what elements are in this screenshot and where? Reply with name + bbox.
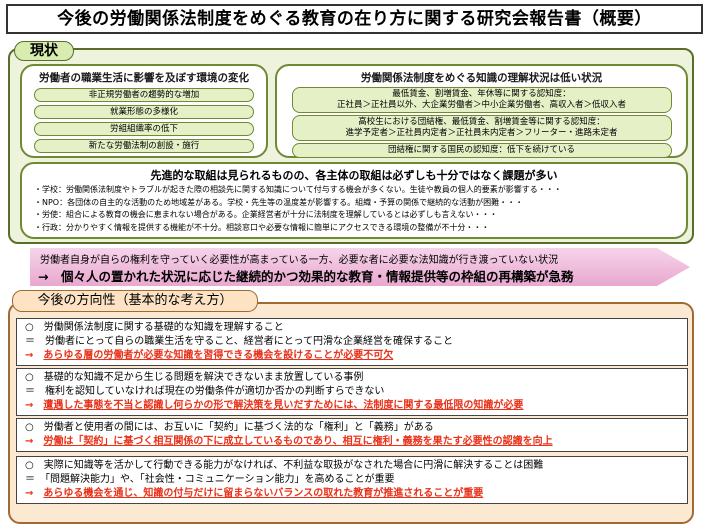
direction-conclusion-text: あらゆる層の労働者が必要な知識を習得できる機会を設けることが必要不可欠 bbox=[43, 350, 394, 361]
arrow-glyph: → bbox=[25, 488, 44, 499]
arrow-glyph: → bbox=[25, 436, 44, 447]
environment-change-heading: 労働者の職業生活に影響を及ぼす環境の変化 bbox=[39, 72, 249, 84]
direction-point: ○ 基礎的な知識不足から生じる問題を解決できないまま放置している事例 bbox=[25, 372, 364, 383]
arrow-glyph: → bbox=[25, 350, 44, 361]
initiatives-heading: 先進的な取組は見られるものの、各主体の取組は必ずしも十分ではなく課題が多い bbox=[150, 169, 558, 182]
arrow-glyph: → bbox=[25, 400, 44, 411]
environment-change-item: 労組組織率の低下 bbox=[34, 122, 254, 136]
direction-explanation: ＝ 権利を認知していなければ現在の労働条件が適切か否かの判断すらできない bbox=[25, 386, 385, 397]
direction-conclusion: → あらゆる層の労働者が必要な知識を習得できる機会を設けることが必要不可欠 bbox=[25, 349, 679, 363]
current-status-tab: 現状 bbox=[14, 41, 74, 61]
awareness-label: 最低賃金、割増賃金、年休等に関する認知度： bbox=[392, 89, 571, 99]
future-direction-tab: 今後の方向性（基本的な考え方） bbox=[12, 290, 258, 312]
environment-change-item: 新たな労働法制の創設・施行 bbox=[34, 139, 254, 153]
direction-item: ○ 基礎的な知識不足から生じる問題を解決できないまま放置している事例 ＝ 権利を… bbox=[16, 368, 688, 416]
direction-conclusion: → あらゆる機会を通じ、知識の付与だけに留まらないバランスの取れた教育が推進され… bbox=[25, 487, 679, 501]
awareness-label: 団結権に関する国民の認知度：低下を続けている bbox=[387, 145, 575, 155]
page-title: 今後の労働関係法制度をめぐる教育の在り方に関する研究会報告書（概要） bbox=[6, 4, 703, 34]
awareness-label: 高校生における団結権、最低賃金、割増賃金等に関する認知度： bbox=[358, 117, 605, 127]
initiative-detail-government: ・行政：分かりやすく情報を提供する機能が不十分。相談窓口や必要な情報に簡単にアク… bbox=[34, 222, 490, 232]
environment-change-panel: 労働者の職業生活に影響を及ぼす環境の変化 非正規労働者の趨勢的な増加 就業形態の… bbox=[20, 64, 268, 158]
direction-conclusion-text: 労働は「契約」に基づく相互関係の下に成立しているものであり、相互に権利・義務を果… bbox=[43, 436, 553, 447]
direction-explanation: ＝ 「問題解決能力」や、「社会性・コミュニケーション能力」を高めることが重要 bbox=[25, 474, 395, 485]
knowledge-status-heading: 労働関係法制度をめぐる知識の理解状況は低い状況 bbox=[360, 72, 603, 84]
environment-change-item: 非正規労働者の趨勢的な増加 bbox=[34, 88, 254, 102]
awareness-block: 最低賃金、割増賃金、年休等に関する認知度： 正社員＞正社員以外、大企業労働者＞中… bbox=[291, 87, 672, 113]
direction-point: ○ 労働者と使用者の間には、お互いに「契約」に基づく法的な「権利」と「義務」があ… bbox=[25, 422, 434, 433]
direction-item: ○ 実際に知識等を活かして行動できる能力がなければ、不利益な取扱がなされた場合に… bbox=[16, 456, 688, 504]
direction-conclusion-text: 遭遇した事態を不当と認識し何らかの形で解決策を見いだすためには、法制度に関する最… bbox=[43, 400, 524, 411]
awareness-block: 団結権に関する国民の認知度：低下を続けている bbox=[291, 143, 672, 158]
initiative-detail-labor: ・労使：組合による教育の機会に恵まれない場合がある。企業経営者が十分に法制度を理… bbox=[34, 210, 498, 219]
direction-item: ○ 労働者と使用者の間には、お互いに「契約」に基づく法的な「権利」と「義務」があ… bbox=[16, 418, 688, 452]
initiatives-panel: 先進的な取組は見られるものの、各主体の取組は必ずしも十分ではなく課題が多い ・学… bbox=[20, 162, 688, 239]
awareness-comparison: 正社員＞正社員以外、大企業労働者＞中小企業労働者、高収入者＞低収入者 bbox=[336, 100, 626, 110]
conclusion-situation: 労働者自身が自らの権利を守っていく必要性が高まっている一方、必要な者に必要な法知… bbox=[40, 255, 559, 266]
conclusion-arrow bbox=[30, 248, 690, 286]
awareness-comparison: 進学予定者＞正社員内定者＞正社員未内定者＞フリーター・進路未定者 bbox=[345, 128, 618, 138]
direction-point: ○ 実際に知識等を活かして行動できる能力がなければ、不利益な取扱がなされた場合に… bbox=[25, 460, 544, 471]
initiative-detail-npo: ・NPO：各団体の自主的な活動のため地域差がある。学校・先生等の温度差が影響する… bbox=[34, 197, 524, 207]
direction-conclusion: → 遭遇した事態を不当と認識し何らかの形で解決策を見いだすためには、法制度に関す… bbox=[25, 399, 679, 413]
awareness-block: 高校生における団結権、最低賃金、割増賃金等に関する認知度： 進学予定者＞正社員内… bbox=[291, 115, 672, 141]
direction-point: ○ 労働関係法制度に関する基礎的な知識を理解すること bbox=[25, 322, 284, 333]
direction-item: ○ 労働関係法制度に関する基礎的な知識を理解すること ＝ 労働者にとって自らの職… bbox=[16, 318, 688, 366]
initiative-detail-school: ・学校：労働関係法制度やトラブルが起きた際の相談先に関する知識について付与する機… bbox=[34, 185, 562, 194]
knowledge-status-panel: 労働関係法制度をめぐる知識の理解状況は低い状況 最低賃金、割増賃金、年休等に関す… bbox=[275, 64, 688, 158]
direction-explanation: ＝ 労働者にとって自らの職業生活を守ること、経営者にとって円滑な企業経営を確保す… bbox=[25, 336, 453, 347]
conclusion-urgency: → 個々人の置かれた状況に応じた継続的かつ効果的な教育・情報提供等の枠組の再構築… bbox=[38, 269, 574, 284]
direction-conclusion: → 労働は「契約」に基づく相互関係の下に成立しているものであり、相互に権利・義務… bbox=[25, 435, 679, 449]
environment-change-item: 就業形態の多様化 bbox=[34, 105, 254, 119]
direction-conclusion-text: あらゆる機会を通じ、知識の付与だけに留まらないバランスの取れた教育が推進されるこ… bbox=[43, 488, 484, 499]
